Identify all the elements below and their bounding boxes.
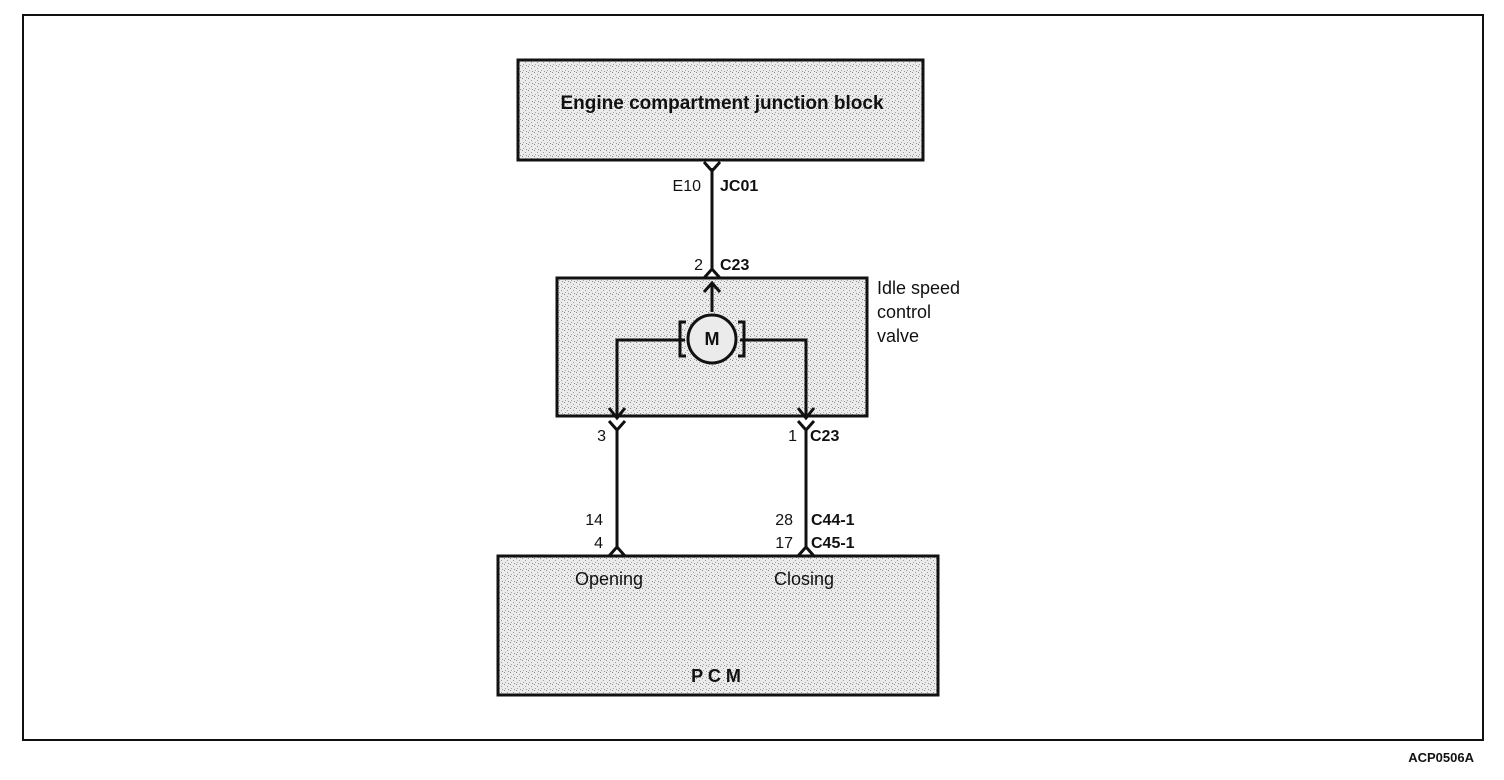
valve-label-line2: control [877,302,931,322]
wire-power-feed [702,161,722,270]
motor-symbol: M [705,329,720,349]
junction-block-label: Engine compartment junction block [560,93,883,114]
pcm-connector-upper: C44-1 [811,512,855,529]
pcm-left-pin-lower: 4 [594,535,603,552]
pcm-left-pin-upper: 14 [585,512,603,529]
idle-speed-control-valve: M [555,276,869,421]
valve-left-pin-label: 3 [597,428,606,445]
junction-block: Engine compartment junction block [516,58,925,162]
pcm-label: P C M [691,666,741,686]
valve-top-connector-mark [702,266,722,279]
pcm-right-pin-lower: 17 [775,535,793,552]
pcm-module: Opening Closing P C M [496,554,940,697]
valve-top-pin-label: 2 [694,257,703,274]
motor-icon [686,313,738,365]
figure-frame [22,14,1484,741]
pcm-opening-label: Opening [575,569,643,589]
valve-right-pin-label: 1 [788,428,797,445]
valve-label-line1: Idle speed [877,278,960,298]
junction-connector-label: JC01 [720,178,758,195]
pcm-right-connector-mark [796,544,816,557]
figure-code: ACP0506A [1408,750,1474,765]
pcm-left-connector-mark [607,544,627,557]
pcm-connector-lower: C45-1 [811,535,855,552]
valve-left-connector-mark [607,420,627,433]
pcm-closing-label: Closing [774,569,834,589]
valve-right-connector-label: C23 [810,428,839,445]
valve-top-connector-label: C23 [720,257,749,274]
pcm-right-pin-upper: 28 [775,512,793,529]
valve-label-line3: valve [877,326,919,346]
junction-pin-label: E10 [673,178,702,195]
